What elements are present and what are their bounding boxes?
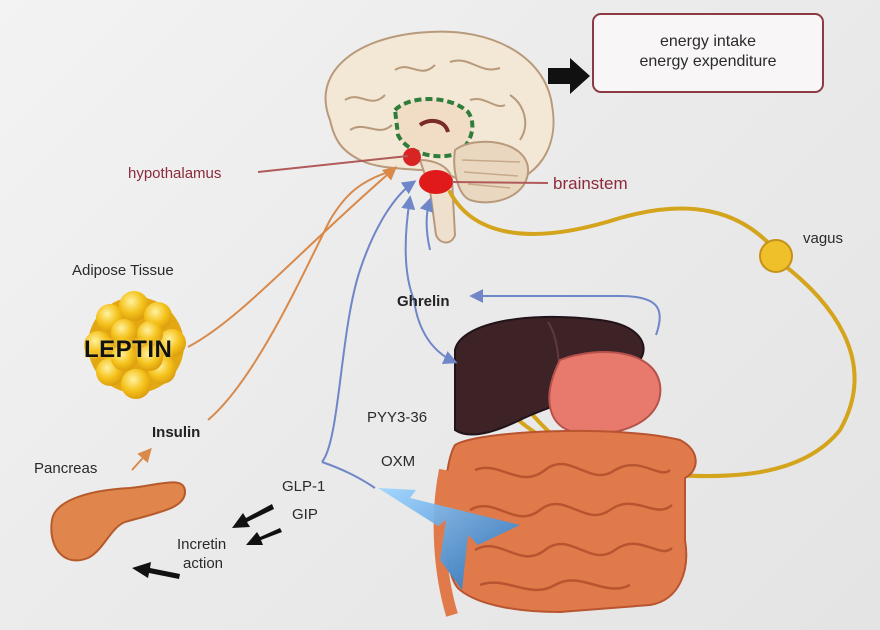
energy-expenditure-text: energy expenditure (594, 52, 822, 72)
pyy-label: PYY3-36 (367, 410, 427, 427)
brainstem-label: brainstem (553, 175, 628, 194)
glp1-label: GLP-1 (282, 479, 325, 496)
pancreas-label: Pancreas (34, 461, 97, 478)
energy-output-box: energy intake energy expenditure (592, 13, 824, 93)
brainstem-pointer (452, 182, 548, 183)
incretin-action-label: action (183, 556, 223, 573)
vagus-label: vagus (803, 231, 843, 248)
incretin-label: Incretin (177, 537, 226, 554)
adipose-tissue-label: Adipose Tissue (72, 263, 174, 280)
gut-illustration (440, 317, 696, 615)
ghrelin-label: Ghrelin (397, 294, 450, 311)
output-arrow (548, 58, 590, 94)
insulin-label: Insulin (152, 425, 200, 442)
energy-intake-text: energy intake (594, 32, 822, 52)
vagus-ganglion (760, 240, 792, 272)
oxm-label: OXM (381, 454, 415, 471)
gip-label: GIP (292, 507, 318, 524)
brain-illustration (326, 32, 554, 243)
leptin-label: LEPTIN (84, 336, 172, 364)
hypothalamus-label: hypothalamus (128, 166, 221, 183)
pancreas-illustration (51, 482, 185, 560)
